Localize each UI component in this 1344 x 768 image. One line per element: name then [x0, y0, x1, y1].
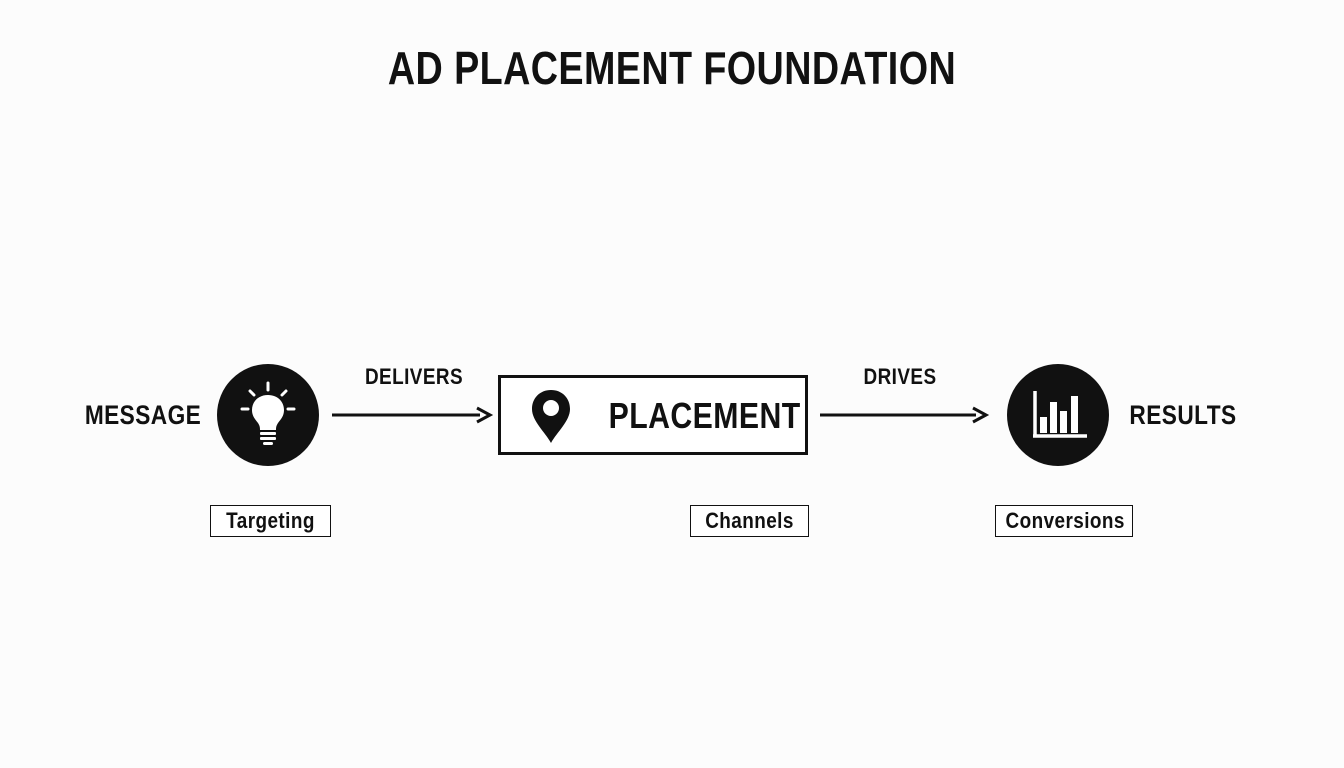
diagram-title: AD PLACEMENT FOUNDATION	[387, 42, 957, 94]
conversions-tag: Conversions	[995, 505, 1133, 537]
delivers-arrow	[332, 406, 494, 424]
placement-label: PLACEMENT	[608, 395, 801, 436]
delivers-edge-label: DELIVERS	[364, 364, 464, 389]
placement-node: PLACEMENT	[498, 375, 808, 455]
map-pin-icon	[532, 390, 570, 443]
results-label: RESULTS	[1129, 400, 1237, 430]
drives-edge-label: DRIVES	[863, 364, 937, 389]
conversions-tag-label: Conversions	[1005, 508, 1125, 533]
channels-tag: Channels	[690, 505, 809, 537]
targeting-tag-label: Targeting	[226, 508, 315, 533]
targeting-tag: Targeting	[210, 505, 331, 537]
results-node	[1007, 364, 1109, 466]
message-label: MESSAGE	[84, 400, 202, 430]
drives-arrow	[820, 406, 990, 424]
channels-tag-label: Channels	[705, 508, 794, 533]
bar-chart-icon	[1033, 391, 1087, 438]
lightbulb-icon	[240, 381, 296, 445]
message-node	[217, 364, 319, 466]
